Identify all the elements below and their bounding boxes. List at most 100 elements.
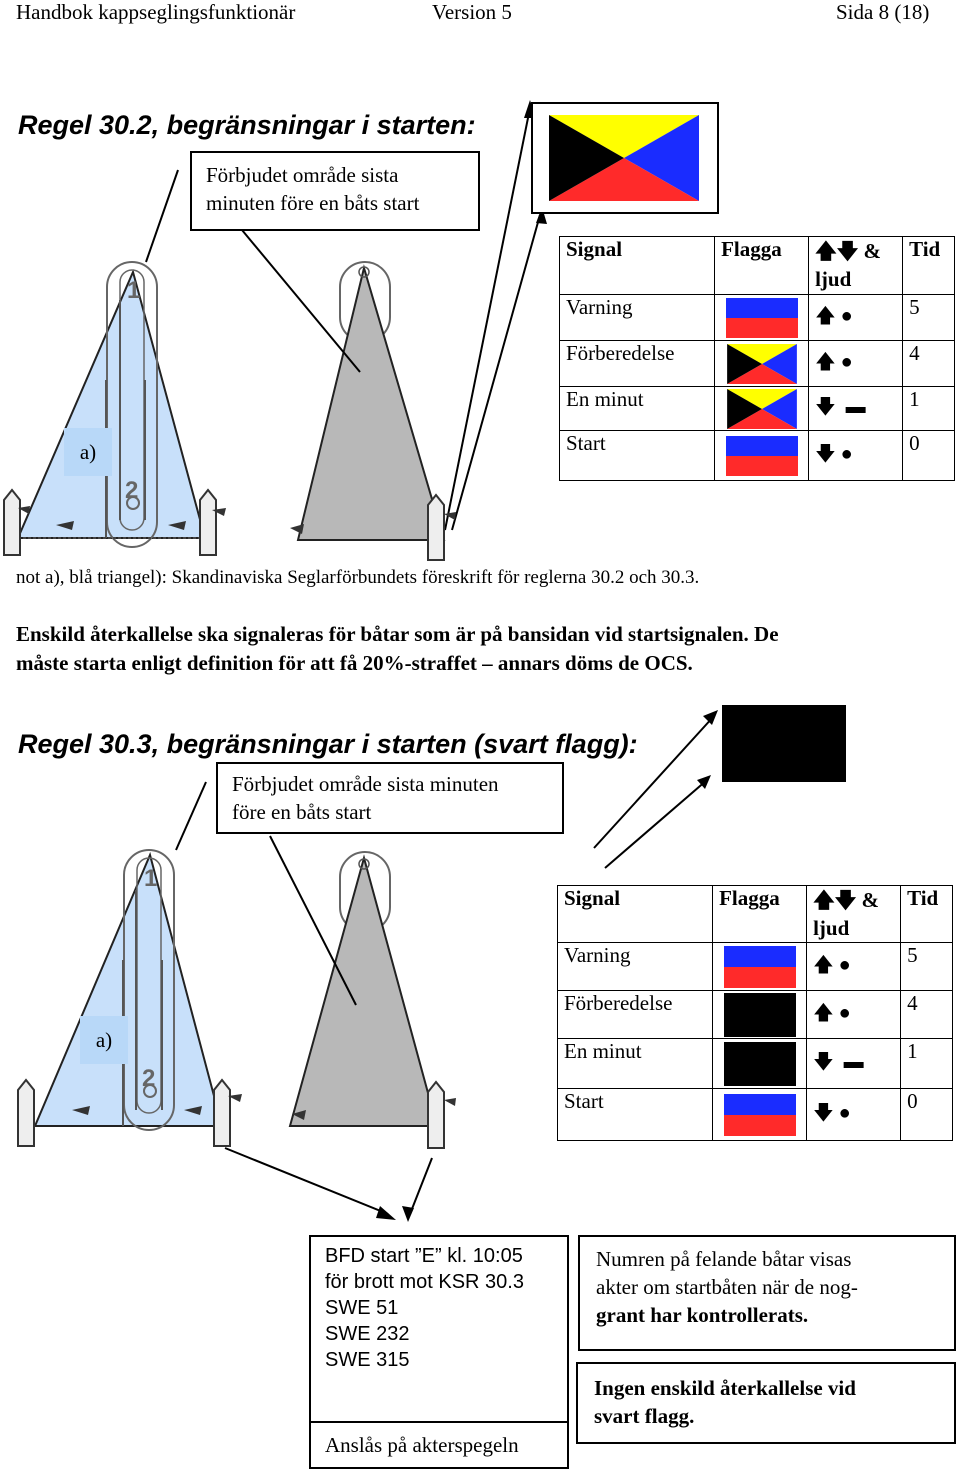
- table-row: Varning 🡅 ● 5: [556, 942, 953, 991]
- notice-board: BFD start ”E” kl. 10:05 för brott mot KS…: [309, 1235, 569, 1469]
- table-row: Varning 🡅 ● 5: [558, 294, 955, 341]
- sound-down-dot-icon: 🡇 ●: [808, 430, 904, 481]
- recall-paragraph-line: måste starta enligt definition för att f…: [16, 651, 693, 675]
- info-line: Numren på felande båtar visas: [596, 1247, 852, 1271]
- col-tid: Tid: [900, 885, 953, 943]
- table-row: En minut 🡇 ▬ 1: [556, 1038, 953, 1089]
- flag-red-blue-icon: [712, 1088, 808, 1141]
- row-tid: 1: [902, 386, 955, 431]
- col-signal: Signal: [558, 236, 716, 295]
- section2-heading: Regel 30.3, begränsningar i starten (sva…: [18, 729, 638, 759]
- info-box-numbers: Numren på felande båtar visas akter om s…: [578, 1235, 956, 1351]
- table-row: Förberedelse 🡅 ● 4: [556, 990, 953, 1039]
- flag-red-blue-icon: [712, 942, 808, 991]
- recall-paragraph-line: Enskild återkallelse ska signaleras för …: [16, 622, 779, 646]
- svg-text:1: 1: [127, 277, 140, 304]
- flag-z-icon: [714, 340, 810, 387]
- row-signal: En minut: [558, 386, 716, 431]
- signal-table-2: Signal Flagga 🡅🡇 & ljud Tid Varning 🡅 ● …: [556, 885, 953, 1141]
- row-tid: 4: [902, 340, 955, 387]
- notice-divider: [311, 1421, 567, 1423]
- callout-line: Förbjudet område sista: [206, 163, 399, 187]
- sound-up-dot-icon: 🡅 ●: [806, 942, 902, 991]
- grey-start-triangle-2: [288, 851, 439, 1127]
- svg-text:1: 1: [144, 865, 157, 892]
- info-line: grant har kontrollerats.: [596, 1303, 809, 1327]
- sound-up-dot-icon: 🡅 ●: [806, 990, 902, 1039]
- row-tid: 5: [900, 942, 953, 991]
- col-sound-label: & ljud: [815, 239, 882, 291]
- down-arrow-icon: 🡇: [836, 239, 859, 263]
- notice-line: SWE 232: [325, 1323, 410, 1345]
- row-signal: En minut: [556, 1038, 714, 1089]
- row-signal: Förberedelse: [556, 990, 714, 1039]
- row-tid: 0: [900, 1088, 953, 1141]
- row-signal: Varning: [558, 294, 716, 341]
- sound-up-dot-icon: 🡅 ●: [808, 294, 904, 341]
- header-version: Version 5: [432, 0, 512, 24]
- table-row: En minut 🡇 ▬ 1: [558, 386, 955, 431]
- mark-flag-icon: [72, 1094, 456, 1120]
- col-tid: Tid: [902, 236, 955, 295]
- black-flag-large: [722, 705, 846, 782]
- flag-black-icon: [712, 990, 808, 1039]
- sound-down-dash-icon: 🡇 ▬: [806, 1038, 902, 1089]
- notice-line: SWE 51: [325, 1297, 399, 1319]
- flag-red-blue-icon: [714, 294, 810, 341]
- sound-up-dot-icon: 🡅 ●: [808, 340, 904, 387]
- boat-icon: [17, 1078, 445, 1149]
- callout-line: före en båts start: [232, 800, 372, 824]
- row-tid: 0: [902, 430, 955, 481]
- z-flag-large: [531, 102, 719, 214]
- mark-flag-icon: [18, 506, 456, 534]
- info-line: Ingen enskild återkallelse vid: [594, 1376, 856, 1400]
- row-tid: 1: [900, 1038, 953, 1089]
- notice-line: SWE 315: [325, 1349, 410, 1371]
- info-line-text: akter om startbåten när de nog-: [596, 1275, 858, 1299]
- col-sound-label: & ljud: [813, 888, 880, 940]
- sound-down-dot-icon: 🡇 ●: [806, 1088, 902, 1141]
- up-arrow-icon: 🡅: [813, 888, 835, 912]
- info-line: akter om startbåten när de nog-: [596, 1273, 938, 1301]
- info-line: svart flagg.: [594, 1404, 695, 1428]
- label-a: a): [80, 1016, 128, 1064]
- boat-icon: [3, 488, 445, 561]
- row-signal: Start: [558, 430, 716, 481]
- col-flagga: Flagga: [714, 236, 810, 295]
- header-page: Sida 8 (18): [836, 0, 930, 24]
- callout-line: minuten före en båts start: [206, 191, 420, 215]
- notice-line: BFD start ”E” kl. 10:05: [325, 1245, 523, 1267]
- col-sound: 🡅🡇 & ljud: [806, 885, 902, 943]
- sound-down-dash-icon: 🡇 ▬: [808, 386, 904, 431]
- callout-forbidden-area-1: Förbjudet område sista minuten före en b…: [190, 151, 480, 231]
- blue-start-triangle-2: 1 2: [33, 849, 224, 1131]
- callout-forbidden-area-2: Förbjudet område sista minuten före en b…: [216, 762, 564, 834]
- flag-z-icon: [714, 386, 810, 431]
- grey-start-triangle-1: [296, 261, 446, 541]
- info-box-no-recall: Ingen enskild återkallelse vid svart fla…: [576, 1362, 956, 1444]
- table-row: Start 🡇 ● 0: [556, 1088, 953, 1141]
- up-arrow-icon: 🡅: [815, 239, 837, 263]
- row-tid: 4: [900, 990, 953, 1039]
- notice-line: för brott mot KSR 30.3: [325, 1271, 524, 1293]
- notice-footer: Anslås på akterspegeln: [325, 1433, 519, 1457]
- flag-black-icon: [712, 1038, 808, 1089]
- row-signal: Förberedelse: [558, 340, 716, 387]
- row-signal: Start: [556, 1088, 714, 1141]
- table-row: Förberedelse 🡅 ● 4: [558, 340, 955, 387]
- callout-line: Förbjudet område sista minuten: [232, 772, 499, 796]
- blue-start-triangle-1: 1 2: [16, 261, 207, 548]
- header-title: Handbok kappseglingsfunktionär: [16, 0, 296, 24]
- label-a: a): [64, 428, 112, 476]
- signal-table-1: Signal Flagga 🡅🡇 & ljud Tid Varning 🡅 ● …: [558, 236, 955, 481]
- col-sound: 🡅🡇 & ljud: [808, 236, 904, 295]
- col-signal: Signal: [556, 885, 714, 943]
- section1-heading: Regel 30.2, begränsningar i starten:: [18, 110, 476, 140]
- table-row: Start 🡇 ● 0: [558, 430, 955, 481]
- col-flagga: Flagga: [712, 885, 808, 943]
- note-text: not a), blå triangel): Skandinaviska Seg…: [16, 567, 700, 588]
- down-arrow-icon: 🡇: [834, 888, 857, 912]
- row-tid: 5: [902, 294, 955, 341]
- flag-red-blue-icon: [714, 430, 810, 481]
- row-signal: Varning: [556, 942, 714, 991]
